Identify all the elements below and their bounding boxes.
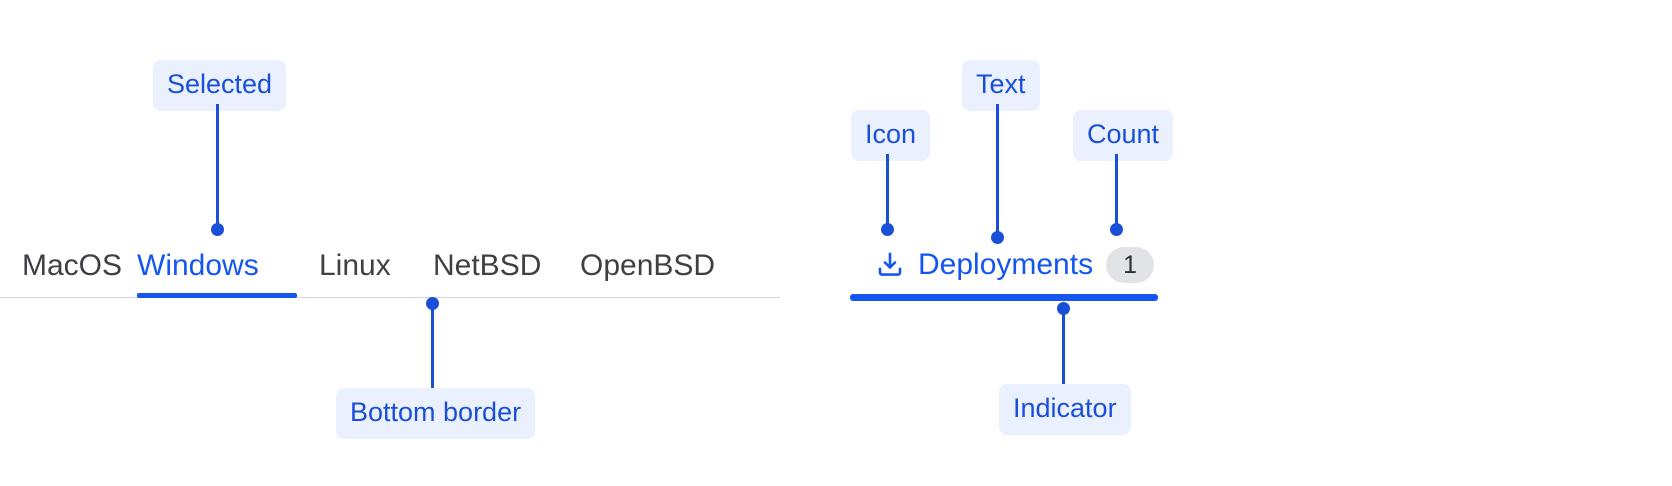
deployments-count-badge: 1 [1106,247,1155,283]
tab-openbsd[interactable]: OpenBSD [580,249,716,282]
leader-line-text [996,104,999,238]
leader-dot-icon [881,223,894,236]
leader-line-selected [216,104,219,230]
active-tab-underline [137,293,297,298]
deployments-indicator [850,294,1158,301]
tab-bar-os: MacOS Windows Linux NetBSD OpenBSD [0,246,780,298]
leader-line-bottom-border [431,303,434,389]
annotation-bottom-border: Bottom border [336,388,536,439]
tab-deployments[interactable]: Deployments 1 [850,242,1160,302]
leader-line-icon [886,154,889,230]
leader-dot-count [1110,223,1123,236]
tab-linux[interactable]: Linux [319,249,391,282]
annotation-text: Text [962,60,1040,111]
leader-line-indicator [1062,308,1065,385]
annotation-count: Count [1073,110,1174,161]
deployments-tab-content: Deployments 1 [875,242,1155,288]
tab-windows[interactable]: Windows [137,249,259,282]
tab-rail [0,297,780,298]
leader-dot-text [991,231,1004,244]
leader-line-count [1115,154,1118,230]
download-icon [875,250,905,280]
annotation-indicator: Indicator [999,384,1131,435]
annotation-selected: Selected [153,60,287,111]
tab-netbsd[interactable]: NetBSD [433,249,542,282]
leader-dot-selected [211,223,224,236]
deployments-label: Deployments [918,248,1094,281]
tab-macos[interactable]: MacOS [22,249,123,282]
annotation-icon: Icon [851,110,931,161]
